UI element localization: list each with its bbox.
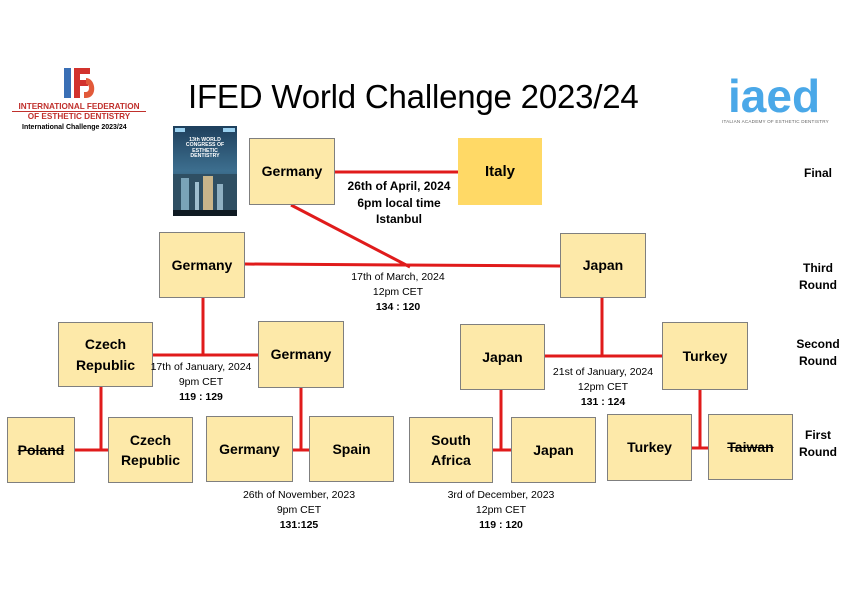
poster-text: 13th WORLD CONGRESS OF ESTHETIC DENTISTR… [185,137,225,160]
match-time: 9pm CET [178,375,224,388]
match-info-first-sa-japan: 3rd of December, 2023 12pm CET 119 : 120 [440,488,562,533]
match-date: 26th of November, 2023 [242,489,356,501]
box-first-japan: Japan [511,417,596,483]
ifed-name: INTERNATIONAL FEDERATION OF ESTHETIC DEN… [12,102,146,122]
box-second-japan: Japan [460,324,545,390]
match-score: 119 : 120 [479,518,523,531]
box-first-spain: Spain [309,416,394,482]
box-label-line1: Czech [84,336,127,353]
box-second-czech-republic: Czech Republic [58,322,153,387]
connector-third [244,262,561,268]
round-label-first-line2: Round [799,445,837,460]
round-label-first-line1: First [804,428,831,442]
round-label-third: Third Round [783,260,842,295]
match-time: 12pm CET [372,285,424,298]
box-label: Japan [482,348,523,365]
box-label: Taiwan [727,438,774,455]
box-label-line2: Republic [120,452,181,468]
box-final-germany: Germany [249,138,335,205]
match-date: 21st of January, 2024 [552,366,654,378]
box-label-line2: Republic [75,356,136,373]
iaed-subtitle: ITALIAN ACADEMY OF ESTHETIC DENTISTRY [722,119,829,124]
ifed-name-line2: OF ESTHETIC DENTISTRY [27,112,131,122]
page-title: IFED World Challenge 2023/24 [188,78,639,115]
box-second-germany: Germany [258,321,344,388]
match-time: 12pm CET [577,380,629,393]
box-label: South Africa [431,430,471,471]
box-label: Turkey [682,347,728,364]
match-place: Istanbul [375,212,422,227]
match-time: 6pm local time [357,195,441,210]
box-first-south-africa: South Africa [409,417,493,483]
ifed-subtitle: International Challenge 2023/24 [22,124,127,131]
poster-artwork [173,126,237,216]
box-first-taiwan: Taiwan [708,414,793,480]
congress-poster-image: 13th WORLD CONGRESS OF ESTHETIC DENTISTR… [173,126,237,216]
round-label-second-line2: Round [799,354,837,369]
box-third-japan: Japan [560,233,646,298]
round-label-final-text: Final [803,166,832,180]
match-info-first-germany-spain: 26th of November, 2023 9pm CET 131:125 [236,488,362,533]
box-label: Japan [533,441,574,458]
round-label-final: Final [783,165,842,182]
box-label: Germany [171,256,233,273]
iaed-logo-icon: iaed [728,70,820,118]
ifed-logo-icon [64,68,95,98]
box-third-germany: Germany [159,232,245,298]
box-label-line2: Africa [431,452,471,468]
box-label: Italy [484,162,515,180]
box-label: Japan [582,257,624,274]
match-time: 9pm CET [276,503,322,516]
box-final-italy: Italy [458,138,542,205]
box-label: Germany [219,440,280,457]
box-label: Czech Republic [121,430,180,471]
iaed-logo-text: iaed [728,70,820,118]
box-label: Poland [17,441,65,458]
match-score: 131 : 124 [580,395,626,408]
box-first-czech-republic: Czech Republic [108,417,193,483]
match-date: 3rd of December, 2023 [447,489,555,501]
match-info-second-left: 17th of January, 2024 9pm CET 119 : 129 [141,360,261,405]
box-label-line1: South [431,431,471,448]
match-info-third: 17th of March, 2024 12pm CET 134 : 120 [338,270,458,315]
round-label-third-line1: Third [803,261,833,275]
round-label-second-line1: Second [796,337,840,351]
box-label: Turkey [627,439,672,456]
box-second-turkey: Turkey [662,322,748,390]
box-label-line1: Czech [129,431,172,448]
match-info-final: 26th of April, 2024 6pm local time Istan… [335,178,463,228]
match-info-second-right: 21st of January, 2024 12pm CET 131 : 124 [543,365,663,410]
box-label: Germany [270,346,332,363]
match-time: 12pm CET [475,503,527,516]
match-score: 134 : 120 [375,300,421,313]
box-first-turkey: Turkey [607,414,692,481]
connector-final-diagonal [290,203,411,269]
match-date: 26th of April, 2024 [347,179,451,193]
match-date: 17th of March, 2024 [351,271,445,283]
box-label: Czech Republic [76,334,135,375]
box-label: Germany [261,163,323,180]
box-first-germany: Germany [206,416,293,482]
round-label-second: Second Round [783,336,842,371]
match-score: 119 : 129 [179,390,223,403]
ifed-name-line1: INTERNATIONAL FEDERATION [12,102,146,113]
match-score: 131:125 [279,518,319,531]
box-first-poland: Poland [7,417,75,483]
match-date: 17th of January, 2024 [150,361,252,373]
box-label: Spain [332,440,371,457]
round-label-third-line2: Round [799,278,837,293]
round-label-first: First Round [783,427,842,462]
